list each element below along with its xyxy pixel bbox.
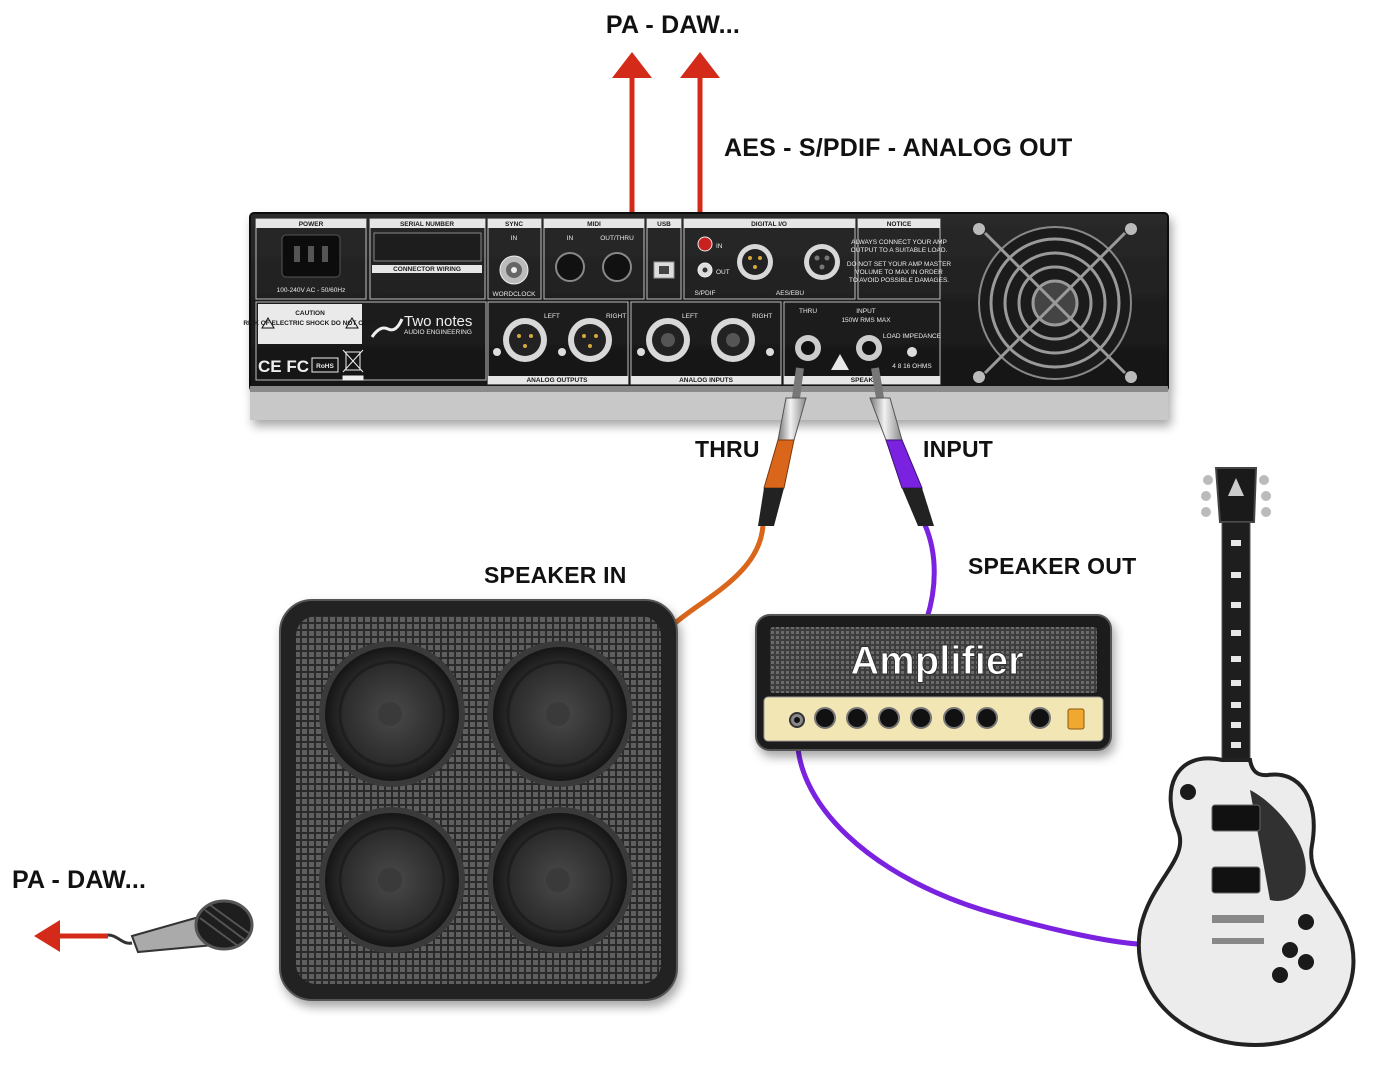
analog-out-right: RIGHT — [606, 313, 626, 320]
caution-plate — [258, 304, 362, 344]
panel-analog-inputs: ANALOG INPUTS — [679, 377, 733, 384]
amp-controls — [789, 707, 1085, 730]
brand-sub: AUDIO ENGINEERING — [404, 329, 472, 336]
speaker-cone-top-left — [319, 641, 465, 787]
electric-guitar-icon — [1136, 467, 1356, 1048]
guitar-cable — [794, 727, 1139, 947]
warning-icon-2 — [345, 317, 359, 329]
panel-sync: SYNC — [505, 221, 523, 228]
amp-knob — [910, 707, 932, 729]
thru-cable — [671, 524, 766, 627]
speaker-cone-bottom-left — [319, 807, 465, 953]
wordclock-label: WORDCLOCK — [493, 291, 537, 298]
analog-in-right: RIGHT — [752, 313, 772, 320]
speaker-input-label: INPUT — [856, 308, 876, 315]
speaker-jacks — [795, 335, 917, 370]
pa-daw-top-label: PA - DAW... — [606, 11, 740, 39]
speaker-cone-top-right — [487, 641, 633, 787]
ohms-label: 4 8 16 OHMS — [892, 363, 932, 370]
panel-serial-number: SERIAL NUMBER — [400, 221, 454, 228]
amp-knob — [1029, 707, 1051, 729]
notice-line-2: OUTPUT TO A SUITABLE LOAD. — [851, 247, 948, 254]
speaker-cone-bottom-right — [487, 807, 633, 953]
speaker-in-label: SPEAKER IN — [484, 562, 627, 588]
dio-in: IN — [716, 243, 723, 250]
speaker-cabinet — [279, 599, 678, 1001]
input-plug — [869, 367, 934, 526]
analog-out-left: LEFT — [544, 313, 560, 320]
power-inlet — [281, 234, 341, 278]
panel-digital-io: DIGITAL I/O — [751, 221, 787, 228]
notice-line-1: ALWAYS CONNECT YOUR AMP — [851, 239, 947, 246]
pa-daw-left-label: PA - DAW... — [12, 866, 146, 894]
warning-icon — [261, 317, 275, 329]
panel-analog-outputs: ANALOG OUTPUTS — [526, 377, 588, 384]
thru-plug — [758, 367, 807, 526]
speaker-thru-label: THRU — [799, 308, 817, 315]
caution-sub: RISK OF ELECTRIC SHOCK DO NOT OPEN — [243, 320, 377, 327]
panel-usb: USB — [657, 221, 671, 228]
notice-line-5: TO AVOID POSSIBLE DAMAGES. — [849, 277, 949, 284]
dio-out: OUT — [716, 269, 730, 276]
amplifier-name: Amplifier — [850, 639, 1023, 683]
amplifier — [755, 614, 1112, 751]
weee-bin-icon — [342, 349, 364, 381]
serial-number-area — [373, 232, 482, 262]
notice-line-3: DO NOT SET YOUR AMP MASTER — [847, 261, 952, 268]
ce-fc-mark: CE FC — [258, 357, 309, 376]
amp-knob — [943, 707, 965, 729]
load-impedance-label: LOAD IMPEDANCE — [883, 333, 942, 340]
speaker-input-spec: 150W RMS MAX — [841, 317, 891, 324]
digital-io-connectors — [697, 236, 840, 280]
speaker-out-label: SPEAKER OUT — [968, 553, 1136, 579]
sync-in: IN — [511, 235, 518, 242]
speaker-cones — [319, 641, 633, 953]
panel-notice: NOTICE — [887, 221, 912, 228]
amp-knob — [976, 707, 998, 729]
caution-label: CAUTION — [295, 310, 325, 317]
midi-in: IN — [567, 235, 574, 242]
power-spec: 100-240V AC - 50/60Hz — [277, 287, 346, 294]
midi-out: OUT/THRU — [600, 235, 634, 242]
fan-grille — [973, 223, 1137, 383]
panel-header-strips — [256, 219, 940, 384]
input-label: INPUT — [923, 436, 993, 462]
brand-name: Two notes — [404, 313, 472, 330]
analog-in-left: LEFT — [682, 313, 698, 320]
rohs-box — [311, 357, 339, 373]
panel-connector-wiring: CONNECTOR WIRING — [393, 266, 461, 273]
amp-knob — [846, 707, 868, 729]
panel-power: POWER — [299, 221, 324, 228]
midi-ports — [555, 252, 632, 282]
amp-power-light — [1067, 708, 1085, 730]
high-voltage-icon — [831, 354, 849, 370]
output-arrows-top — [612, 52, 720, 212]
analog-input-combo — [637, 318, 774, 362]
panel-speaker-short: SPEAK — [851, 377, 874, 384]
analog-output-xlr — [493, 318, 612, 362]
brand-logo-icon — [370, 318, 404, 338]
microphone-icon — [107, 899, 254, 954]
usb-port-inner — [659, 266, 669, 274]
thru-label: THRU — [695, 436, 760, 462]
rohs-label: RoHS — [316, 363, 334, 370]
spdif-label: S/PDIF — [695, 290, 716, 297]
output-arrow-left — [34, 920, 108, 952]
notice-line-4: VOLUME TO MAX IN ORDER — [855, 269, 943, 276]
aes-out-label: AES - S/PDIF - ANALOG OUT — [724, 134, 1073, 162]
speaker-out-cable — [922, 524, 937, 619]
aesebu-label: AES/EBU — [776, 290, 804, 297]
wordclock-bnc — [499, 255, 529, 285]
panel-midi: MIDI — [587, 221, 601, 228]
amp-knob — [878, 707, 900, 729]
amp-knob — [814, 707, 836, 729]
